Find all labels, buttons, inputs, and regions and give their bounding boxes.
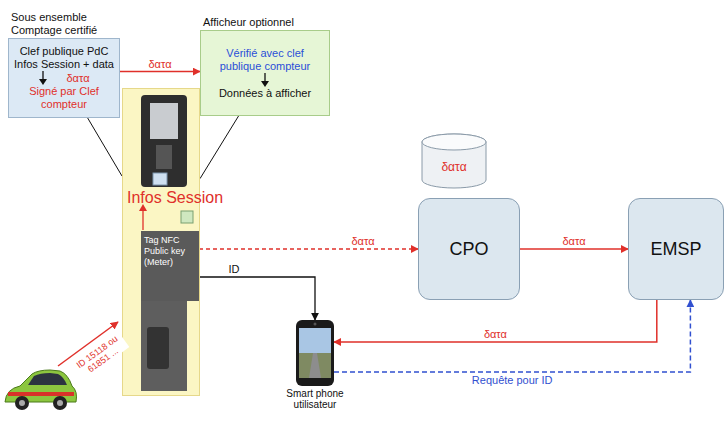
emsp-box: EMSP [628,198,724,300]
connector [199,277,315,320]
connector-label: Requête pour ID [470,374,555,386]
node-text: Infos Session [127,189,223,207]
text-slot: Données à afficher [219,73,311,100]
smartphone: Smart phone utilisateur [296,320,334,386]
database-cylinder: δατα [420,132,488,190]
node-text: Clef publique PdC [20,45,109,58]
connector-label: ID [227,263,242,275]
charging-station: Infos SessionTag NFC Public key (Meter) [122,88,200,396]
node-text: CPO [449,239,488,260]
node-text: Afficheur optionnel [203,16,329,29]
text-slot: Clef publique PdC [20,45,109,58]
small-arrow [38,71,48,85]
connector [199,248,418,250]
node-text: EMSP [650,239,701,260]
connector-label: δατα [146,58,173,70]
connector-label: δατα [560,235,587,247]
connector [520,248,628,250]
cpo-box: CPO [418,198,520,300]
text-slot: EMSP [650,239,701,260]
connector [334,300,690,372]
node-text: Vérifié avec clef publique compteur [205,47,325,73]
node-text: Sous ensemble Comptage certifié [11,11,119,37]
node-text: Données à afficher [219,87,311,100]
connector [120,71,200,73]
text-slot: δατα [38,71,89,85]
connector [334,300,657,342]
text-slot: CPO [449,239,488,260]
smartphone-illustration [296,320,334,386]
node-text: Signé par Clef compteur [13,85,115,111]
certified-meter-box: Sous ensemble Comptage certifiéClef publ… [8,38,120,118]
node-text: δατα [66,72,89,85]
node-text: Smart phone utilisateur [270,388,360,410]
connector-label: δατα [482,328,509,340]
connector [200,116,239,179]
text-slot: Afficheur optionnel [201,16,329,29]
car [5,370,77,410]
small-arrow [260,73,270,87]
text-slot: Sous ensemble Comptage certifié [9,11,119,37]
text-slot: δατα [441,160,466,174]
text-slot: Signé par Clef compteur [13,85,115,111]
text-slot: Smart phone utilisateur [270,388,360,410]
display-box: Afficheur optionnelVérifié avec clef pub… [200,30,330,116]
node-text: Tag NFC Public key (Meter) [144,235,196,268]
text-slot: Infos Session + data [14,58,114,71]
text-slot: Vérifié avec clef publique compteur [205,47,325,73]
connector [88,118,122,176]
connector-label: δατα [349,235,376,247]
text-slot: Infos Session [127,189,223,207]
node-text: δατα [441,160,466,174]
protocol-label: ID 15118 ou 61851 ... [71,331,130,381]
nfc-tag-box: Tag NFC Public key (Meter) [141,231,199,301]
node-text: Infos Session + data [14,58,114,71]
text-slot: Tag NFC Public key (Meter) [144,235,196,268]
